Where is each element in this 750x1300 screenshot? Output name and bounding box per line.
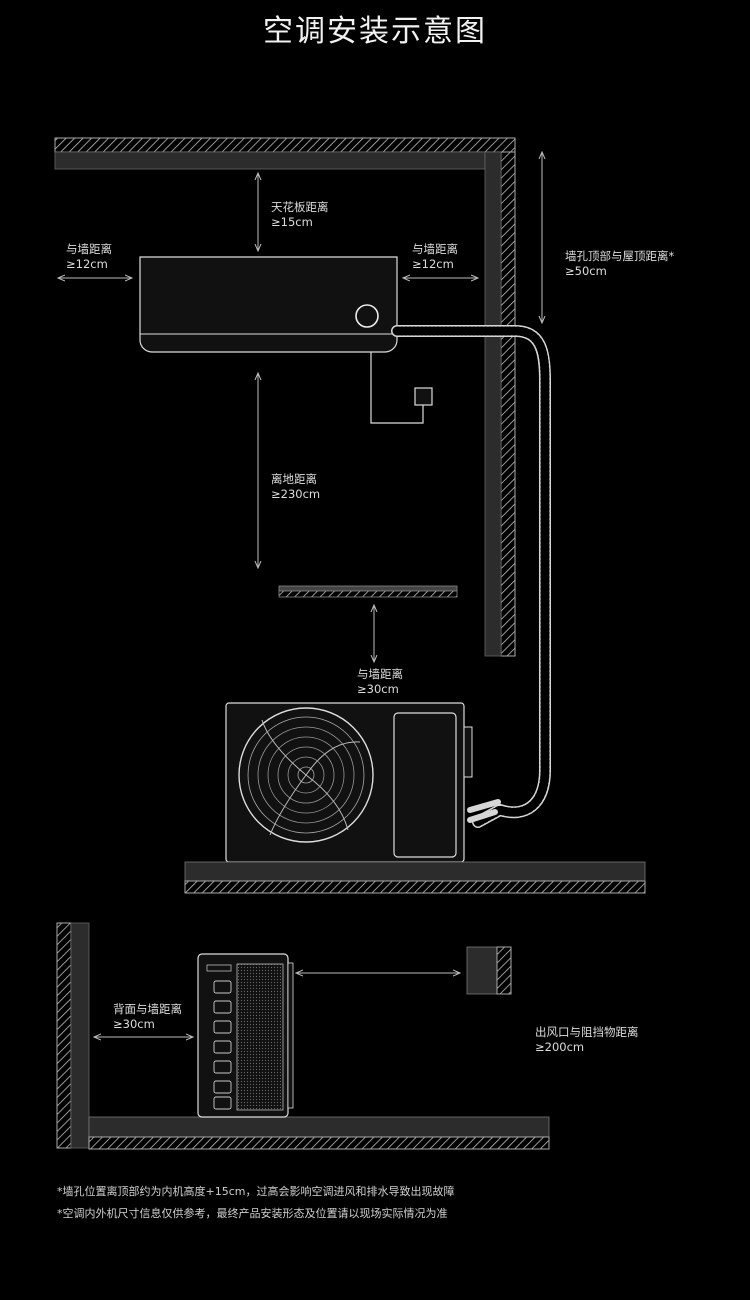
page-title: 空调安装示意图 [263, 14, 487, 49]
power-cord [370, 352, 433, 424]
ceiling-distance-label: 天花板距离 ≥15cm [271, 200, 329, 229]
dimension-arrows-bottom [94, 973, 460, 1037]
footnote-1: *墙孔位置离顶部约为内机高度+15cm，过高会影响空调进风和排水导致出现故障 [57, 1185, 455, 1198]
right-wall-distance-label: 与墙距离 ≥12cm [412, 242, 458, 271]
floor-plate [278, 585, 458, 598]
socket-icon [414, 387, 433, 406]
fan-icon [238, 707, 374, 843]
back-wall-distance-label: 背面与墙距离 ≥30cm [113, 1002, 182, 1031]
dimension-arrows [58, 152, 542, 662]
obstacle [466, 946, 512, 995]
bottom-ground [88, 1116, 550, 1150]
outdoor-wall-distance-label: 与墙距离 ≥30cm [357, 667, 403, 696]
outdoor-ground [184, 861, 646, 894]
hole-roof-distance-label: 墙孔顶部与屋顶距离* ≥50cm [565, 249, 675, 278]
outdoor-unit-side [197, 953, 294, 1118]
outlet-obstacle-distance-label: 出风口与阻挡物距离 ≥200cm [535, 1025, 639, 1054]
refrigerant-pipe [391, 325, 551, 828]
left-wall-distance-label: 与墙距离 ≥12cm [66, 242, 112, 271]
ceiling-wall [54, 137, 516, 170]
outdoor-unit [225, 702, 473, 863]
footnote-2: *空调内外机尺寸信息仅供参考，最终产品安装形态及位置请以现场实际情况为准 [57, 1207, 448, 1220]
right-wall [484, 151, 516, 657]
indicator-icon [355, 304, 379, 328]
indoor-unit [139, 256, 398, 353]
floor-distance-label: 离地距离 ≥230cm [271, 472, 321, 501]
back-wall [56, 922, 90, 1149]
